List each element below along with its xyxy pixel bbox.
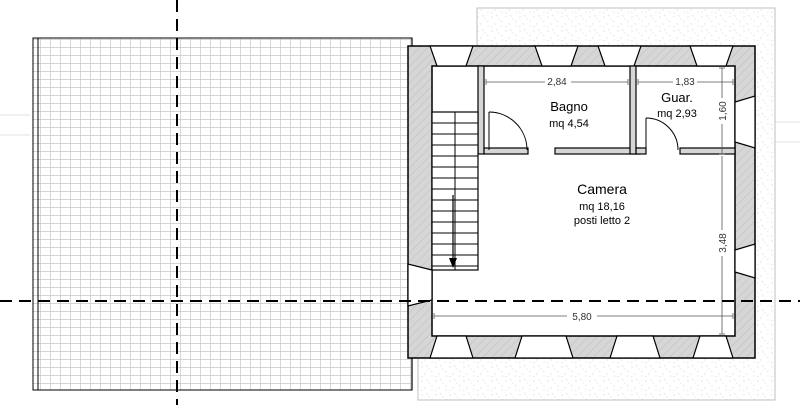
room-name-camera: Camera [577,181,627,197]
room-area-guardaroba: mq 2,93 [657,108,697,120]
staircase [431,111,479,271]
dim-guar-depth: 1,60 [718,101,729,121]
room-name-bagno: Bagno [550,99,588,114]
door-guardaroba [645,117,679,151]
interior-walls [477,65,736,155]
stair-arrow-head [449,258,457,268]
room-name-guardaroba: Guar. [661,90,693,105]
doors [488,111,679,151]
door-bagno [488,111,528,151]
terrace-area [417,7,776,401]
room-area-bagno: mq 4,54 [549,118,589,130]
windows [407,45,756,359]
dim-camera-depth: 3,48 [718,233,729,253]
roof-tiles [32,37,413,391]
dim-camera-width: 5,80 [572,312,592,323]
dim-guar-width: 1,83 [675,77,695,88]
dim-bagno-width: 2,84 [547,77,567,88]
room-beds-camera: posti letto 2 [574,215,630,227]
room-area-camera: mq 18,16 [579,201,625,213]
